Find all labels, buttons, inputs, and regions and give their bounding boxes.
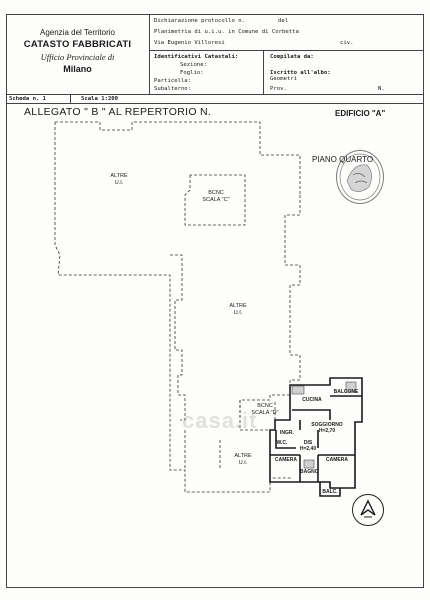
registry-name: CATASTO FABBRICATI [23,39,132,50]
balcony-fixture [345,381,357,393]
sub-label: Subalterno: [154,86,192,92]
cadastral-label: Identificativi Catastali: [154,54,239,60]
prov-label: Prov. [270,86,287,92]
compiled-label: Compilata da: [270,54,314,60]
header-column-divider [263,50,264,94]
soggiorno-wall [299,420,319,448]
strip-divider [70,95,71,103]
register-label: Iscritto all'albo: [270,70,331,76]
bath-wall [299,455,319,482]
parcel-label: Particella: [154,78,192,84]
building-outline [54,122,292,493]
balc-small [319,482,341,497]
watermark: casa.it [182,408,258,433]
lower-left-boundary [184,430,221,470]
room-ingresso: INGR. [280,430,294,436]
city-name: Milano [63,64,92,74]
agency-header: Agenzia del Territorio CATASTO FABBRICAT… [6,14,150,94]
building-label: EDIFICIO "A" [335,109,386,118]
room-camera-1: CAMERA [275,457,297,463]
allegato-title: ALLEGATO " B " AL REPERTORIO N. [24,106,212,118]
plan-text: Planimetria di u.i.u. in Comune di Corbe… [154,29,299,35]
room-balc: BALC. [322,489,338,495]
sheet-frame [6,14,424,588]
civ-label: civ. [340,40,354,46]
room-camera-2: CAMERA [326,457,348,463]
office-name: Ufficio Provinciale di [40,52,115,62]
apartment-outer-wall [269,377,363,489]
address: Via Eugenio Villoresi [154,40,225,46]
declaration-block: Dichiarazione protocollo n. del Planimet… [150,14,424,94]
kitchen-wall [292,409,331,420]
floor-label: PIANO QUARTO [312,155,374,164]
scheda-strip: Scheda n. 1 Scala 1:200 [6,94,424,104]
inner-boundary-left [170,254,186,421]
section-label: Sezione: [180,62,207,68]
kitchen-counter [291,385,305,395]
agency-name: Agenzia del Territorio [39,28,115,37]
room-bagno: BAGNO [300,469,319,475]
bath-fixture [303,459,315,469]
north-arrow-icon [352,494,384,526]
room-wc: W.C. [276,440,288,446]
scheda-number: Scheda n. 1 [9,96,47,102]
top-boundary [55,121,301,195]
room-cucina: CUCINA [302,397,322,403]
room-balcone: BALCONE [333,389,359,395]
sheet-label: Foglio: [180,70,204,76]
seal-stamp-icon [336,150,384,204]
plan-scale: Scala 1:200 [81,96,119,102]
del-label: del [278,18,289,24]
number-label: N. [378,86,385,92]
entry-wall [275,430,296,449]
register-value: Geometri [270,76,297,82]
protocol-label: Dichiarazione protocollo n. [154,18,245,24]
scala-d-outline [239,400,276,431]
header-divider [150,50,424,51]
inner-boundary-right [239,195,301,420]
scala-c-outline [184,174,246,226]
